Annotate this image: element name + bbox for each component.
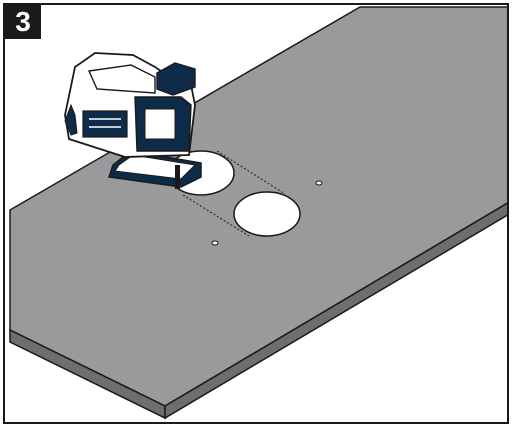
jigsaw-icon (64, 52, 202, 189)
pilot-hole (211, 240, 219, 246)
pilot-hole (315, 180, 323, 186)
board-side-edge (164, 202, 507, 420)
guide-line-top (216, 150, 286, 195)
assembly-diagram (9, 6, 507, 420)
guide-line-bottom (182, 194, 250, 237)
cut-hole-target (233, 191, 301, 237)
illustration-frame: 3 (3, 3, 509, 424)
step-number-badge: 3 (5, 5, 41, 39)
